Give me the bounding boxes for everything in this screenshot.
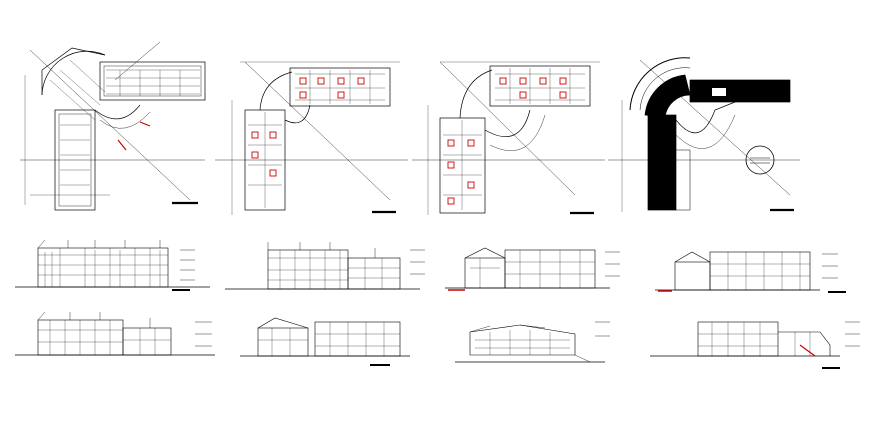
elevation-8	[650, 321, 860, 369]
elevation-7	[455, 321, 610, 363]
elevation-2	[225, 242, 425, 290]
elevation-3	[445, 247, 620, 291]
elevation-1	[15, 239, 210, 291]
plan-4	[608, 57, 800, 212]
plan-1	[20, 41, 206, 211]
elevation-5	[15, 311, 215, 356]
elevation-6	[240, 317, 410, 366]
elevation-4	[655, 251, 846, 293]
plan-3	[412, 61, 605, 215]
plan-2	[215, 61, 408, 215]
